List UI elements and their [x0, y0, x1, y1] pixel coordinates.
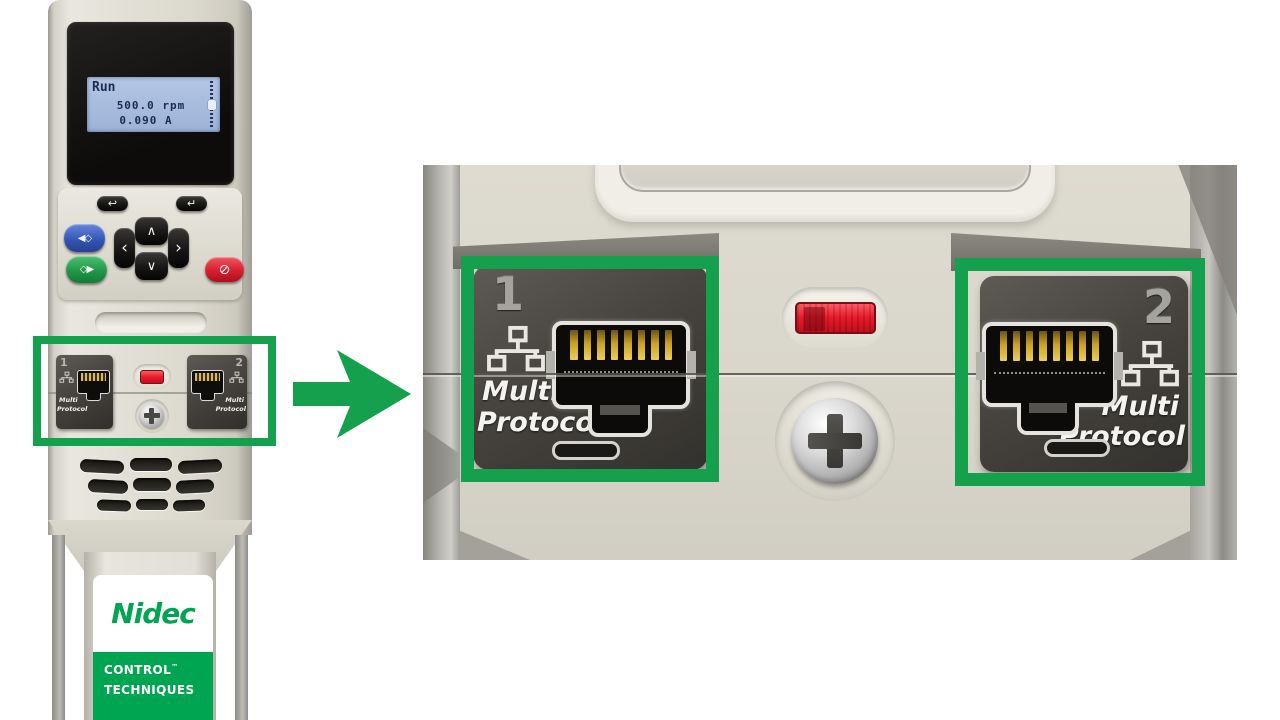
enter-icon: ↵ [186, 197, 197, 210]
enter-button[interactable]: ↵ [176, 196, 207, 211]
latch-insert [600, 405, 640, 415]
jack-side-latch [546, 351, 555, 379]
lcd-status-text: Run [92, 80, 116, 95]
vent-slot [175, 479, 215, 494]
ports-closeup-view: 1 Multi Protocol [423, 165, 1237, 560]
screw [792, 398, 878, 484]
vent-slot [130, 458, 172, 471]
rj45-latch-slot [1017, 403, 1079, 435]
port-1-highlight-box [461, 256, 719, 482]
up-arrow-icon: ∧ [146, 223, 157, 239]
vent-slot [172, 499, 206, 512]
network-icon [59, 371, 74, 383]
port-2-label-multi: Multi [225, 396, 244, 404]
flip-cover-slot [95, 312, 207, 333]
port-1-number: 1 [60, 356, 68, 369]
ethernet-port-1-large[interactable]: 1 Multi Protocol [473, 265, 708, 470]
port-lower-slot [552, 441, 620, 460]
nidec-label: Nidec [93, 575, 213, 652]
rj45-pins [195, 373, 220, 381]
lcd-display: Run 500.0 rpm 0.090 A [87, 77, 220, 132]
housing-corner-shadow [460, 530, 530, 560]
port-lower-slot [1044, 439, 1110, 457]
port-1-number: 1 [492, 267, 525, 321]
phillips-slot [808, 433, 862, 449]
run-button[interactable]: ◇▶ [66, 256, 107, 283]
rj45-pins [1000, 331, 1099, 361]
vent-slot [133, 478, 171, 491]
port-2-highlight-box [955, 258, 1205, 486]
up-arrow-button[interactable]: ∧ [135, 217, 168, 245]
heatsink-rail-left [52, 535, 65, 720]
latch-insert [1029, 403, 1067, 413]
stop-icon: ⊘ [218, 261, 231, 278]
ethernet-port-2-small[interactable]: 2 Multi Protocol [187, 355, 247, 429]
trademark-symbol: ™ [171, 663, 179, 671]
rj45-contacts [994, 372, 1105, 374]
back-icon: ↩ [107, 197, 118, 210]
heatsink-rail-right [235, 535, 248, 720]
brand-control: CONTROL [104, 663, 172, 677]
rj45-latch-slot [588, 405, 652, 437]
ports-highlight-box [33, 336, 276, 446]
housing-corner-shadow [1130, 530, 1190, 560]
brand-line-1: CONTROL™ [104, 661, 213, 681]
lcd-status-icon [208, 100, 216, 110]
ethernet-port-1-small[interactable]: 1 Multi Protocol [56, 355, 113, 429]
network-icon [1121, 340, 1179, 387]
down-arrow-icon: ∨ [146, 258, 157, 274]
lcd-current-value: 0.090 A [119, 114, 173, 127]
port-1-label-multi: Multi [482, 376, 560, 407]
lcd-speed-value: 500.0 rpm [116, 99, 186, 112]
rj45-pins [570, 330, 672, 360]
vent-slot [177, 458, 223, 475]
rj45-pins [81, 373, 106, 381]
zoom-callout-arrow-icon [293, 350, 411, 438]
network-icon [229, 371, 244, 383]
ethernet-port-2-large[interactable]: 2 Multi Protocol [976, 276, 1188, 472]
led-dark-segment [804, 307, 825, 331]
rj45-jack[interactable] [77, 370, 110, 394]
status-led [140, 370, 164, 384]
housing-seam [423, 373, 1237, 375]
right-arrow-icon: › [175, 238, 182, 258]
port-1-label-protocol: Protocol [477, 407, 604, 438]
jack-side-latch [687, 351, 696, 379]
port-2-number: 2 [235, 356, 243, 369]
rj45-latch-slot [86, 393, 101, 401]
jack-side-latch [1114, 352, 1123, 380]
status-led [795, 302, 876, 334]
reverse-button[interactable]: ◀◇ [64, 224, 105, 252]
port-2-label-protocol: Protocol [215, 405, 246, 413]
left-arrow-button[interactable]: ‹ [114, 228, 135, 268]
back-button[interactable]: ↩ [97, 196, 128, 211]
port-1-label-multi: Multi [59, 396, 78, 404]
left-arrow-icon: ‹ [121, 238, 128, 258]
brand-line-2: TECHNIQUES [104, 682, 195, 697]
vent-slot [79, 458, 125, 475]
screw [140, 404, 164, 428]
down-arrow-button[interactable]: ∨ [135, 252, 168, 280]
stop-button[interactable]: ⊘ [205, 257, 244, 282]
reverse-icon: ◀◇ [77, 232, 92, 244]
housing-seam [48, 392, 252, 394]
rj45-latch-slot [200, 393, 215, 401]
run-icon: ◇▶ [79, 264, 94, 275]
phillips-slot [144, 413, 160, 418]
jack-side-latch [976, 352, 985, 380]
nidec-logo: Nidec [111, 597, 196, 630]
right-arrow-button[interactable]: › [168, 228, 189, 268]
flip-cover-slot-large [619, 165, 1031, 192]
rj45-contacts [564, 371, 678, 373]
control-techniques-badge: CONTROL™ TECHNIQUES [93, 652, 213, 720]
port-1-label-protocol: Protocol [57, 405, 88, 413]
vent-slot [136, 499, 168, 510]
network-icon [487, 325, 545, 372]
housing-edge-left [423, 165, 460, 560]
port-2-number: 2 [1142, 280, 1175, 334]
vent-slot [96, 499, 132, 512]
vent-slot [87, 478, 129, 495]
